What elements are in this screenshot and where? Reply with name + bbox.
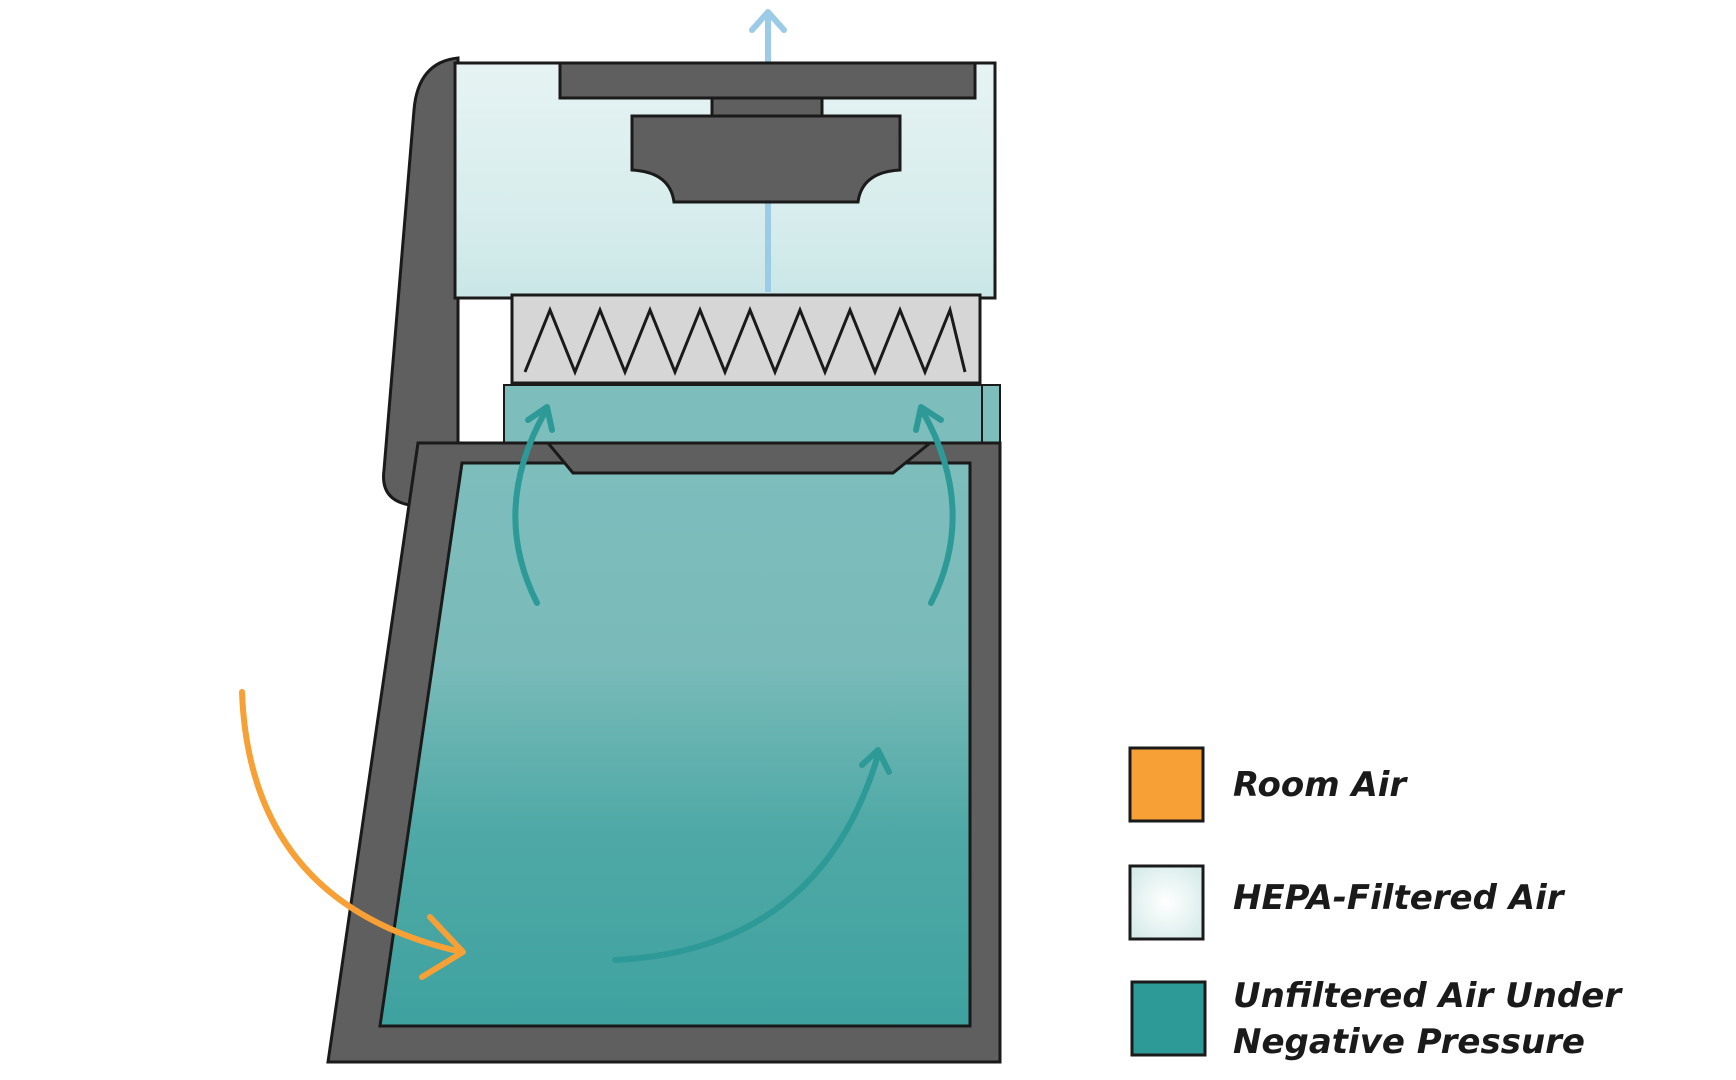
legend-item-hepa-filtered-air: HEPA-Filtered Air: [1128, 864, 1566, 941]
legend-item-room-air: Room Air: [1128, 746, 1408, 823]
work-area-unfiltered: [378, 461, 972, 1028]
blower-motor: [558, 61, 977, 204]
legend: Room Air HEPA-Filtered Air Unfiltered Ai…: [1128, 746, 1623, 1062]
airflow-arrow-work-area: [612, 747, 892, 963]
legend-label-room-air: Room Air: [1233, 765, 1408, 805]
legend-label-unfiltered-air-line2: Negative Pressure: [1233, 1022, 1585, 1062]
airflow-arrow-left: [512, 404, 555, 606]
intake-grille: [544, 441, 935, 475]
legend-swatch-room-air: [1128, 746, 1205, 823]
legend-swatch-hepa-filtered-air: [1128, 864, 1205, 941]
hepa-filter: [510, 293, 982, 385]
legend-swatch-unfiltered-air: [1130, 980, 1207, 1057]
legend-label-unfiltered-air-line1: Unfiltered Air Under: [1233, 976, 1623, 1016]
airflow-arrow-right: [913, 404, 956, 606]
legend-item-unfiltered-air: Unfiltered Air Under Negative Pressure: [1130, 976, 1623, 1062]
legend-label-hepa-filtered-air: HEPA-Filtered Air: [1233, 878, 1566, 918]
cabinet-side-panel: [382, 56, 460, 507]
room-air-arrow: [239, 689, 466, 980]
